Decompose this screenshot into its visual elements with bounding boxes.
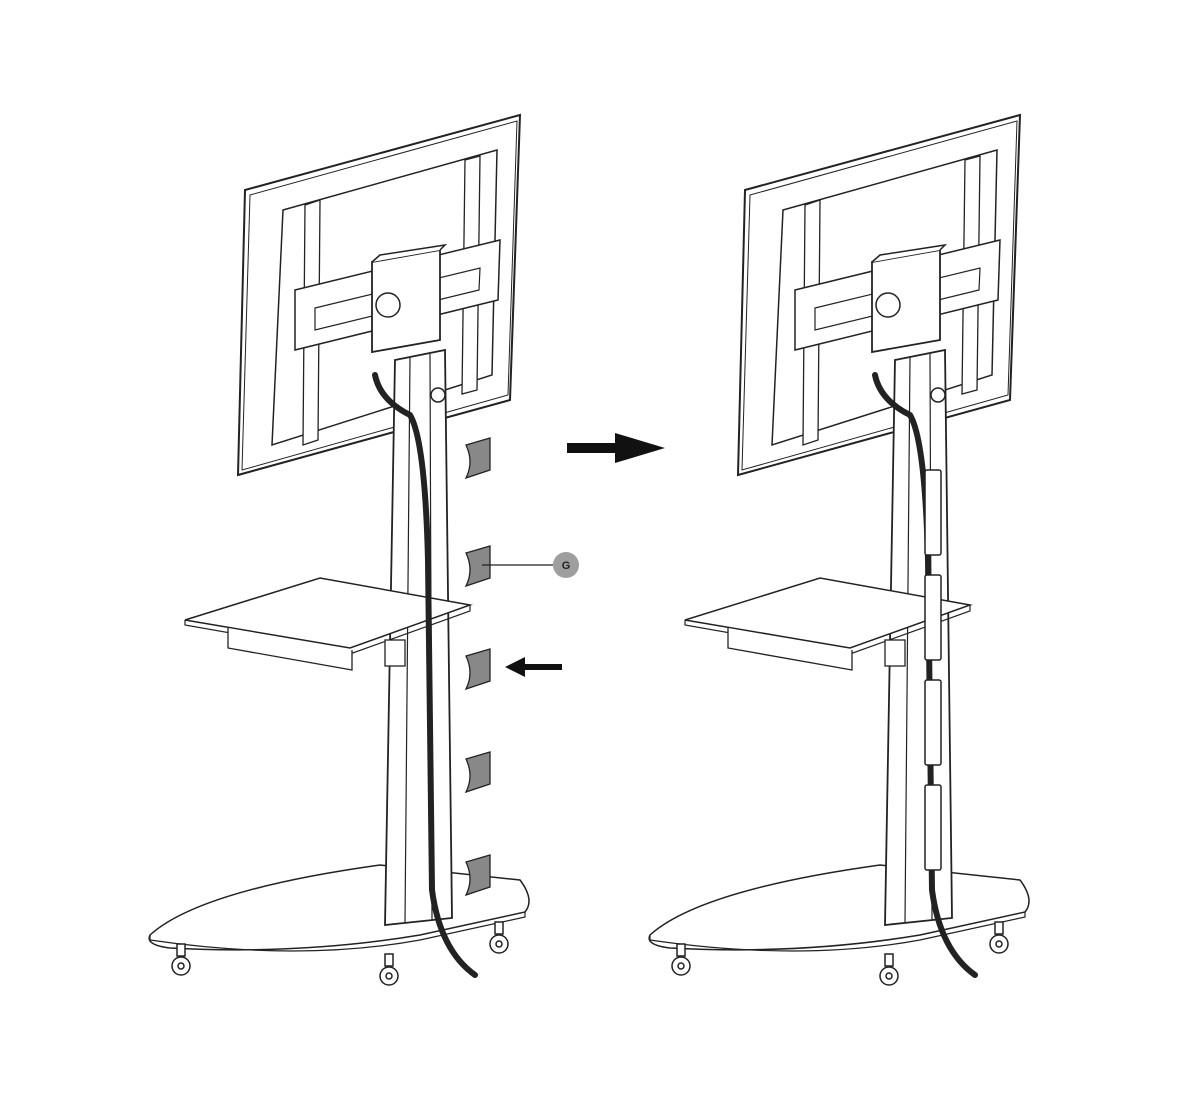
step-arrow-icon [567,433,665,463]
callout-g [553,552,579,578]
stand-before: G [148,114,579,986]
cable [372,372,478,978]
stand-after [648,114,1030,986]
cable-clips [464,437,491,897]
callout-g-label: G [562,560,571,572]
insertion-arrow-icon [505,657,562,677]
